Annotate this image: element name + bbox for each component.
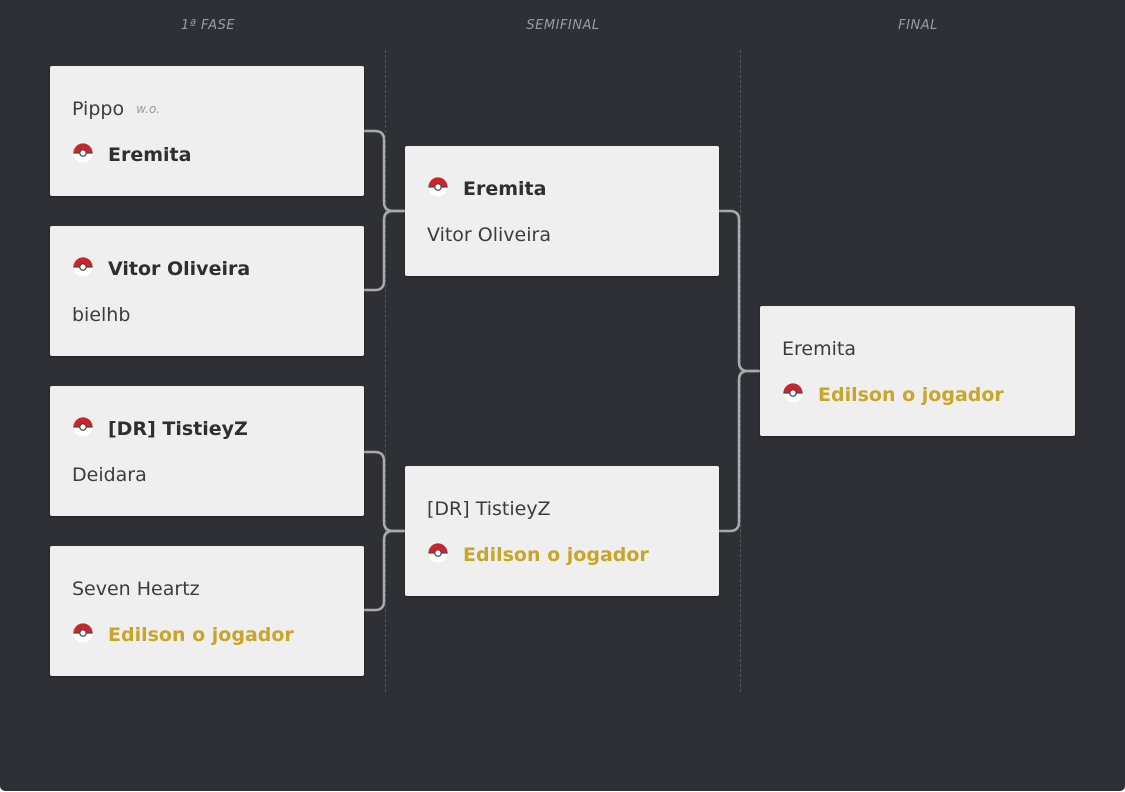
connector-line: [717, 209, 761, 373]
match-player: Vitor Oliveira: [427, 222, 551, 248]
match-player-winner: [DR] TistieyZ: [72, 416, 248, 442]
player-name: Seven Heartz: [72, 578, 200, 600]
walkover-note: w.o.: [136, 102, 161, 116]
match-card-semifinal-2[interactable]: [DR] TistieyZ Edilson o jogador: [405, 466, 719, 596]
player-name: Pippo: [72, 98, 125, 120]
player-name: Eremita: [463, 178, 547, 200]
connector-line: [362, 450, 406, 533]
round-title-final: FINAL: [898, 18, 938, 33]
pokeball-icon: [73, 143, 93, 163]
match-card-round1-2[interactable]: Vitor Oliveira bielhb: [50, 226, 364, 356]
pokeball-icon: [428, 177, 448, 197]
match-card-round1-1[interactable]: Pippo w.o. Eremita: [50, 66, 364, 196]
pokeball-icon: [73, 417, 93, 437]
player-name: bielhb: [72, 304, 131, 326]
player-name: Edilson o jogador: [108, 624, 294, 646]
match-player: Eremita: [782, 336, 856, 362]
player-name: [DR] TistieyZ: [427, 498, 551, 520]
player-name: Eremita: [782, 338, 856, 360]
pokeball-icon: [73, 257, 93, 277]
match-player-champion: Edilson o jogador: [72, 622, 294, 648]
match-player-champion: Edilson o jogador: [427, 542, 649, 568]
connector-line: [362, 529, 406, 612]
match-player: Seven Heartz: [72, 576, 200, 602]
match-player: bielhb: [72, 302, 130, 328]
round-title-first-phase: 1ª FASE: [180, 18, 236, 33]
match-player-winner: Vitor Oliveira: [72, 256, 250, 282]
match-card-final[interactable]: Eremita Edilson o jogador: [760, 306, 1075, 436]
connector-line: [362, 129, 406, 213]
player-name: Deidara: [72, 464, 147, 486]
round-divider: [385, 50, 386, 692]
match-player: [DR] TistieyZ: [427, 496, 551, 522]
match-player-winner: Eremita: [427, 176, 546, 202]
match-card-round1-3[interactable]: [DR] TistieyZ Deidara: [50, 386, 364, 516]
connector-line: [362, 209, 406, 292]
connector-line: [717, 369, 761, 533]
player-name: Vitor Oliveira: [108, 258, 251, 280]
match-player: Deidara: [72, 462, 147, 488]
match-card-semifinal-1[interactable]: Eremita Vitor Oliveira: [405, 146, 719, 276]
match-player-winner: Eremita: [72, 142, 191, 168]
player-name: Edilson o jogador: [463, 544, 649, 566]
pokeball-icon: [783, 383, 803, 403]
round-divider: [740, 50, 741, 692]
player-name: [DR] TistieyZ: [108, 418, 248, 440]
round-title-semifinal: SEMIFINAL: [526, 18, 600, 33]
pokeball-icon: [73, 623, 93, 643]
player-name: Eremita: [108, 144, 192, 166]
pokeball-icon: [428, 543, 448, 563]
match-player-champion: Edilson o jogador: [782, 382, 1004, 408]
player-name: Vitor Oliveira: [427, 224, 551, 246]
player-name: Edilson o jogador: [818, 384, 1004, 406]
match-player: Pippo w.o.: [72, 96, 160, 122]
match-card-round1-4[interactable]: Seven Heartz Edilson o jogador: [50, 546, 364, 676]
